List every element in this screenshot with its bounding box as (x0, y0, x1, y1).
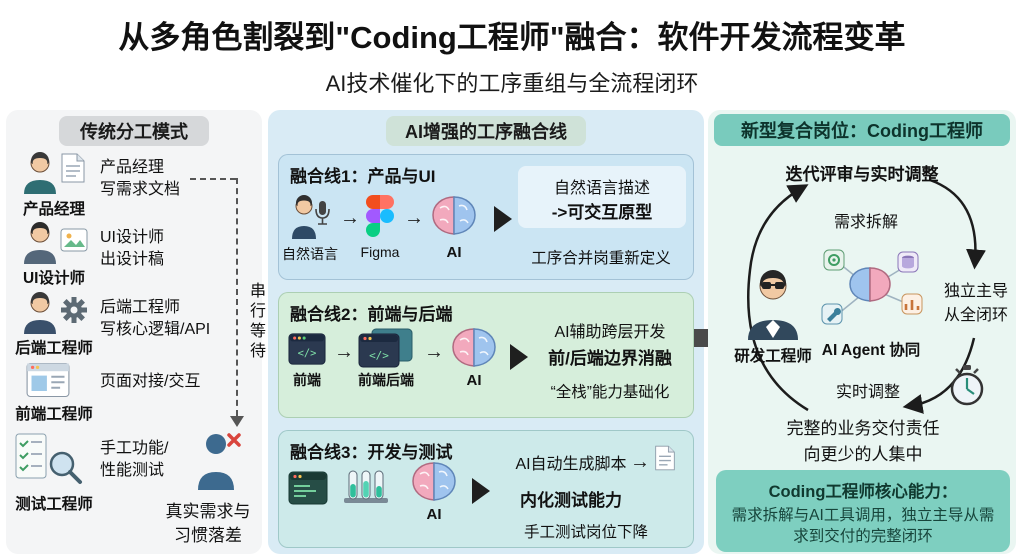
fusion-panel-header: AI增强的工序融合线 (386, 116, 586, 146)
ui-designer-avatar-icon (20, 220, 60, 269)
fusion-result-bold: ->可交互原型 (551, 203, 653, 222)
fusion-result-bold: 前/后端边界消融 (548, 349, 672, 368)
arrow-right-icon: → (334, 341, 354, 363)
ai-brain-icon (408, 460, 460, 509)
result-highlight-box (518, 166, 686, 228)
fusion-note: 手工测试岗位下降 (523, 524, 648, 541)
svg-text:</>: </> (298, 348, 317, 360)
icon-label: 自然语言 (282, 246, 338, 262)
test-tubes-icon (342, 468, 390, 511)
code-window-icon: </> (288, 332, 326, 371)
icon-label: Figma (360, 244, 400, 260)
rd-engineer-avatar-icon (742, 268, 804, 345)
icon-label: AI (466, 372, 482, 389)
fusion-line-2-title: 融合线2：前端与后端 (290, 305, 453, 324)
product-manager-avatar-icon (20, 150, 60, 199)
role-caption: 测试工程师 (15, 496, 93, 513)
fusion-result: 自然语言描述 (553, 180, 650, 197)
icon-label: AI (426, 506, 442, 523)
role-desc: 后端工程师 写核心逻辑/API (100, 299, 211, 338)
merge-arrow-icon (472, 478, 490, 504)
icon-label: 前端后端 (358, 372, 414, 388)
icon-label: 前端 (293, 372, 321, 388)
role-desc: 产品经理 写需求文档 (100, 159, 181, 198)
backend-engineer-avatar-icon (20, 290, 60, 339)
serial-dashed-connector (190, 178, 236, 180)
ai-brain-icon (428, 194, 480, 243)
requirement-split-label: 需求拆解 (833, 214, 898, 231)
role-caption: UI设计师 (22, 270, 85, 287)
page-title: 从多角色割裂到"Coding工程师"融合：软件开发流程变革 (118, 20, 906, 55)
iteration-loop-arrows (746, 178, 986, 414)
fusion-line-1-title: 融合线1：产品与UI (290, 167, 436, 186)
checklist-magnifier-icon (14, 432, 86, 493)
core-skills-title: Coding工程师核心能力： (768, 483, 958, 501)
traditional-panel-header: 传统分工模式 (59, 116, 209, 146)
script-file-icon (654, 444, 676, 477)
role-caption: 后端工程师 (15, 340, 93, 357)
arrow-right-icon: → (424, 341, 444, 363)
role-caption: 前端工程师 (15, 406, 93, 423)
rd-engineer-caption: 研发工程师 (734, 348, 812, 365)
fusion-note: 工序合并岗重新定义 (531, 250, 671, 267)
ai-agent-cluster-icon (812, 246, 928, 339)
core-skills-box: Coding工程师核心能力： 需求拆解与AI工具调用，独立主导从需求到交付的完整… (716, 470, 1010, 552)
icon-label: AI (446, 244, 462, 261)
arrow-right-icon: → (630, 451, 650, 473)
serial-dashed-line (236, 178, 238, 416)
serial-arrowhead-icon (230, 416, 244, 427)
independent-lead-label: 独立主导 从全闭环 (943, 283, 1008, 324)
merge-arrow-icon (510, 344, 528, 370)
ai-agent-caption: AI Agent 协同 (821, 342, 921, 359)
image-icon (60, 228, 88, 257)
figma-logo-icon (364, 194, 396, 245)
fusion-result: AI自动生成脚本 (515, 456, 627, 473)
delivery-note: 完整的业务交付责任 向更少的人集中 (786, 419, 940, 464)
document-icon (60, 152, 86, 189)
speaking-person-icon (288, 194, 332, 245)
arrow-right-icon: → (340, 207, 360, 229)
fusion-result: AI辅助跨层开发 (554, 324, 666, 341)
gap-note: 真实需求与 习惯落差 (165, 502, 251, 545)
fusion-line-3-title: 融合线3：开发与测试 (290, 443, 453, 462)
svg-text:</>: </> (369, 349, 389, 362)
arrow-right-icon: → (404, 207, 424, 229)
loop-top-label: 迭代评审与实时调整 (785, 165, 939, 184)
fusion-result-bold: 内化测试能力 (520, 491, 622, 510)
role-desc: 页面对接/交互 (100, 373, 201, 390)
coding-engineer-panel-header: 新型复合岗位：Coding工程师 (714, 114, 1010, 146)
ai-brain-icon (448, 326, 500, 375)
code-editor-icon (288, 470, 328, 511)
core-skills-body: 需求拆解与AI工具调用，独立主导从需求到交付的完整闭环 (731, 507, 995, 545)
fusion-note: “全栈”能力基础化 (550, 384, 670, 401)
role-desc: UI设计师 出设计稿 (100, 229, 165, 268)
role-desc: 手工功能/ 性能测试 (100, 440, 169, 479)
serial-wait-label: 串行等待 (247, 282, 264, 362)
browser-window-icon (26, 362, 70, 403)
page-subtitle: AI技术催化下的工序重组与全流程闭环 (325, 71, 699, 96)
merge-arrow-icon (494, 206, 512, 232)
stopwatch-icon (948, 364, 986, 411)
stacked-code-windows-icon: </> (358, 328, 414, 373)
user-with-cross-icon (196, 430, 242, 495)
role-caption: 产品经理 (22, 201, 85, 218)
gear-icon (60, 296, 88, 329)
loop-bottom-label: 实时调整 (835, 384, 900, 401)
